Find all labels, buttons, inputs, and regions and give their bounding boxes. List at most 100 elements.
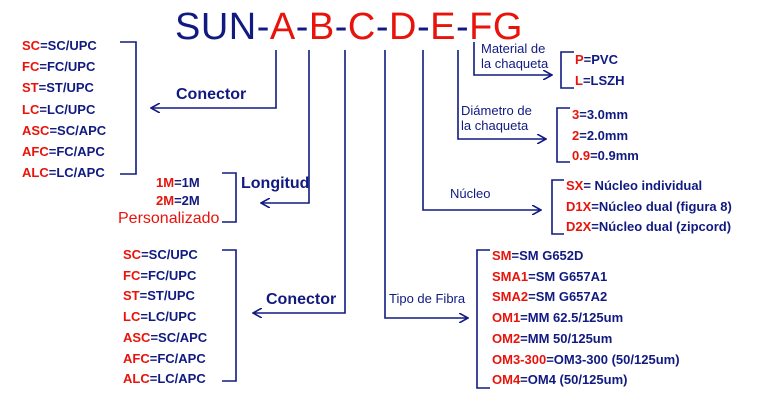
line-b [262,50,310,203]
equals-sign: = [582,72,591,88]
option-value: FC/UPC [147,267,197,283]
equals-sign: = [140,309,148,325]
title-letter-c: C [347,6,376,48]
title-sep: - [334,6,348,48]
option-value: LC/UPC [46,101,96,117]
nucleo-label: Núcleo [450,186,491,201]
nucleo-item: D2X=Núcleo dual (zipcord) [566,219,731,234]
line-a [152,50,277,108]
title-sep: - [295,6,309,48]
option-code: AFC [123,350,150,366]
equals-sign: = [528,268,536,284]
option-value: FC/APC [56,144,105,159]
option-value: LC/APC [56,165,105,181]
option-code: 0.9 [572,148,591,163]
brace-conector-c [222,249,237,382]
longitud-custom: Personalizado [118,210,220,227]
tipo-fibra-item: OM1=MM 62.5/125um [492,310,623,325]
conector-a-item: AFC=FC/APC [22,144,105,159]
conector-a-item: LC=LC/UPC [22,102,95,117]
conector-c-label: Conector [266,291,337,308]
title-prefix: SUN- [175,6,270,48]
equals-sign: = [149,350,158,366]
option-code: ASC [123,329,151,345]
line-e [422,50,540,210]
conector-c-item: ST=ST/UPC [123,288,195,303]
option-value: SC/UPC [47,38,97,53]
equals-sign: = [546,351,554,367]
tipo-fibra-item: SMA1=SM G657A1 [492,269,607,284]
option-value: FC/APC [157,350,206,366]
option-code: P [575,52,584,67]
option-code: SX [566,178,584,193]
equals-sign: = [591,198,599,214]
title-sep: - [456,6,470,48]
diametro-item: 0.9=0.9mm [572,148,639,163]
longitud-item: 2M=2M [156,193,200,208]
equals-sign: = [174,193,182,208]
option-code: ALC [123,371,150,387]
option-code: SMA1 [492,268,529,284]
conector-c-item: AFC=FC/APC [123,351,206,366]
option-value: ST/UPC [46,80,94,96]
brace-tipo-fibra [476,249,490,389]
tipo-fibra-label: Tipo de Fibra [389,291,466,306]
option-code: 2M [156,193,175,208]
option-code: SM [492,248,512,263]
conector-c-item: ASC=SC/APC [123,330,207,345]
option-code: FC [22,59,40,75]
option-code: SC [123,247,142,262]
option-code: AFC [22,144,49,159]
equals-sign: = [511,248,520,263]
option-value: 2M [181,193,200,208]
equals-sign: = [174,175,182,190]
option-value: OM4 (50/125um) [527,372,628,388]
option-value: SM G657A1 [535,268,608,284]
brace-longitud [222,172,237,223]
model-code-title: SUN-A-B-C-D-E-FG [175,6,523,49]
option-code: 2 [572,127,580,143]
option-value: 3.0mm [586,107,629,122]
option-value: FC/UPC [46,59,96,75]
title-letter-b: B [308,6,335,48]
diametro-item: 3=3.0mm [572,107,628,122]
equals-sign: = [583,178,591,193]
tipo-fibra-item: SM=SM G652D [492,248,583,263]
option-code: 3 [572,107,580,122]
tipo-fibra-item: OM3-300=OM3-300 (50/125um) [492,352,680,367]
option-value: MM 50/125um [527,330,613,346]
option-code: SC [22,38,41,53]
conector-a-item: ALC=LC/APC [22,165,105,180]
title-sep: - [416,6,431,48]
option-code: FC [123,267,141,283]
material-item: P=PVC [575,52,618,67]
material-label-line1: Material de [481,41,546,56]
tipo-fibra-item: SMA2=SM G657A2 [492,289,607,304]
option-value: 0.9mm [597,148,639,163]
option-code: LC [22,101,40,117]
option-value: LC/APC [157,371,206,387]
conector-a-item: ASC=SC/APC [22,123,106,138]
option-value: ST/UPC [147,288,195,304]
option-code: D2X [566,219,592,234]
option-value: LC/UPC [147,309,197,325]
material-label-line2: la chaqueta [481,56,549,71]
option-code: ALC [22,165,49,181]
diametro-label-line2: la chaqueta [461,118,529,133]
diametro-label-line1: Diámetro de [461,103,532,118]
option-value: SC/APC [158,329,208,345]
equals-sign: = [48,144,57,159]
equals-sign: = [591,219,599,234]
title-letter-d: D [389,6,417,48]
option-code: OM3-300 [492,351,547,367]
equals-sign: = [38,80,47,96]
equals-sign: = [150,329,159,345]
option-code: OM2 [492,330,521,346]
option-value: PVC [591,52,618,67]
option-code: L [575,72,583,88]
equals-sign: = [49,122,58,138]
conector-c-item: LC=LC/UPC [123,309,196,324]
tipo-fibra-item: OM4=OM4 (50/125um) [492,372,627,387]
tipo-fibra-item: OM2=MM 50/125um [492,331,612,346]
